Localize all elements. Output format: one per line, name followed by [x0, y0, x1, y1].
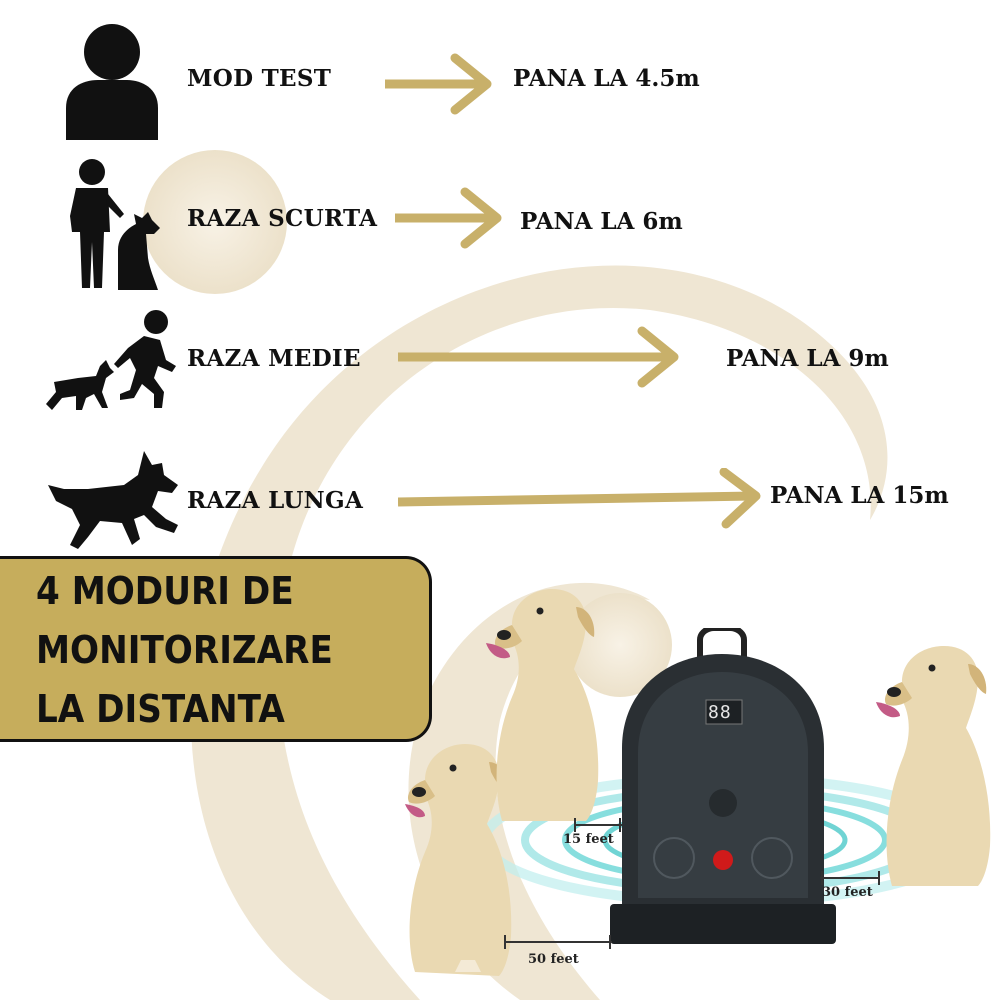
- bark-control-device: [610, 628, 836, 944]
- distance-label-30: 30 feet: [822, 885, 873, 900]
- running-person-dog-icon: [46, 310, 176, 410]
- dog-image-right: [876, 646, 991, 886]
- mode-label-long: RAZA LUNGA: [187, 487, 364, 514]
- title-banner: 4 MODURI DE MONITORIZARE LA DISTANTA: [0, 556, 432, 742]
- running-dog-icon: [48, 451, 178, 549]
- distance-label-50: 50 feet: [528, 952, 579, 967]
- mode-label-medium: RAZA MEDIE: [187, 345, 361, 372]
- range-label-medium: PANA LA 9m: [726, 345, 889, 372]
- distance-label-15: 15 feet: [563, 832, 614, 847]
- range-label-test: PANA LA 4.5m: [513, 65, 700, 92]
- range-label-short: PANA LA 6m: [520, 208, 683, 235]
- arrow-icon: [395, 187, 502, 249]
- banner-line-1: 4 MODURI DE: [36, 569, 294, 613]
- mode-label-short: RAZA SCURTA: [187, 205, 378, 232]
- dog-image-center: [486, 589, 599, 821]
- arrow-icon: [385, 53, 492, 115]
- person-icon: [66, 24, 158, 140]
- device-display: 88: [708, 702, 732, 723]
- arrow-icon: [398, 468, 761, 529]
- person-with-dog-icon: [70, 159, 160, 290]
- banner-line-2: MONITORIZARE: [36, 628, 333, 672]
- range-label-long: PANA LA 15m: [770, 482, 949, 509]
- arrow-icon: [398, 326, 679, 388]
- mode-label-test: MOD TEST: [187, 65, 332, 92]
- banner-line-3: LA DISTANTA: [36, 687, 285, 731]
